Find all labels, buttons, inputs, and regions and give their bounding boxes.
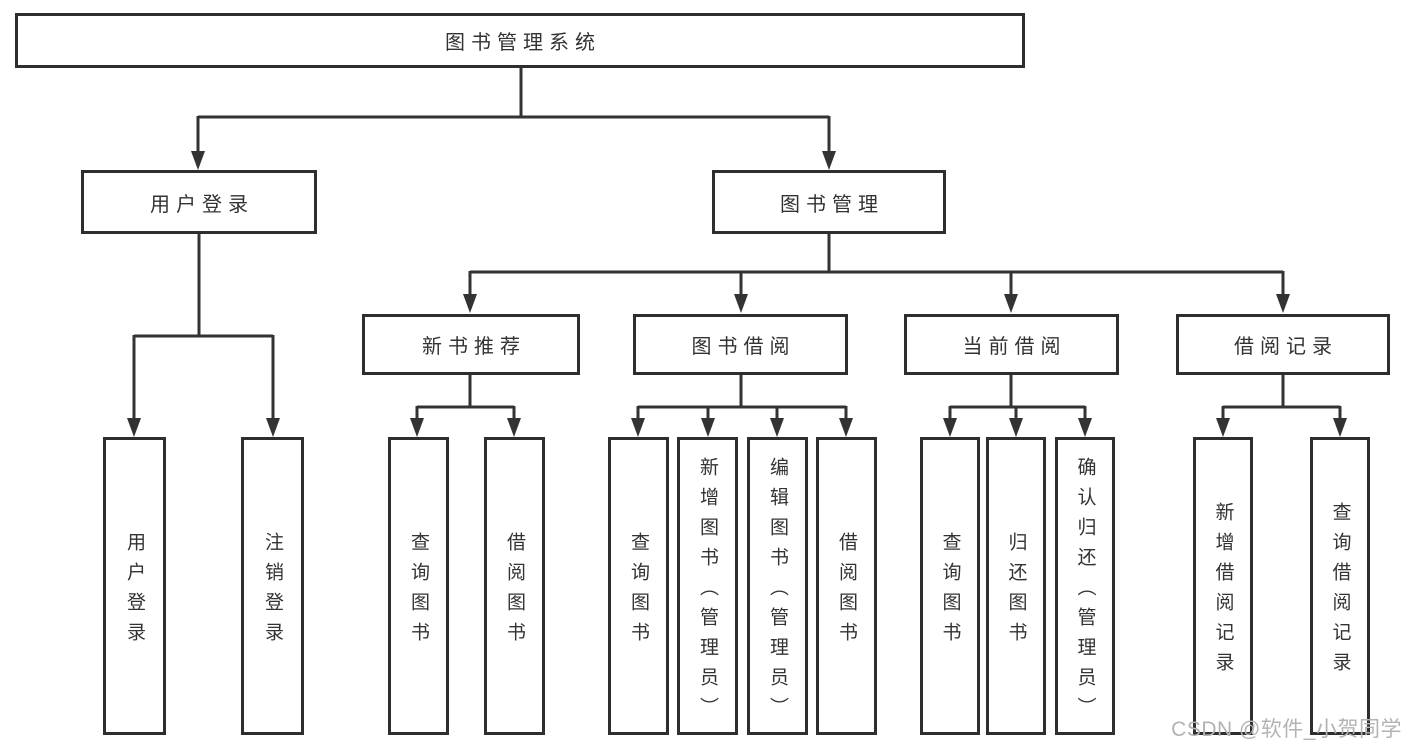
leaf-query-borrow-record-label: 查询借阅记录: [1329, 501, 1351, 682]
leaf-borrow-books-label: 借阅图书: [836, 531, 857, 652]
leaf-add-books-admin-label: 新增图书（管理员）: [697, 456, 718, 727]
leaf-return-books-label: 归还图书: [1005, 531, 1027, 652]
leaf-user-login: 用户登录: [103, 437, 166, 735]
node-borrow-records-label: 借阅记录: [1234, 336, 1338, 358]
leaf-query-books-current-label: 查询图书: [939, 531, 961, 652]
arrow-down-icon: [1009, 418, 1023, 437]
arrow-down-icon: [1004, 294, 1018, 313]
connector-current-borrow-to-leaves: [948, 375, 1087, 427]
node-book-borrow-label: 图书借阅: [691, 336, 796, 358]
node-book-management-label: 图书管理: [780, 193, 884, 216]
node-borrow-records: 借阅记录: [1176, 314, 1390, 375]
leaf-add-borrow-record: 新增借阅记录: [1193, 437, 1253, 735]
arrow-down-icon: [1276, 294, 1290, 313]
node-root: 图书管理系统: [15, 13, 1025, 68]
leaf-add-books-admin: 新增图书（管理员）: [677, 437, 738, 735]
leaf-edit-books-admin: 编辑图书（管理员）: [747, 437, 808, 735]
leaf-logout-label: 注销登录: [262, 531, 283, 652]
arrow-down-icon: [463, 294, 477, 313]
connector-user-login-to-leaves: [132, 233, 275, 427]
leaf-return-books: 归还图书: [986, 437, 1046, 735]
leaf-confirm-return-admin: 确认归还（管理员）: [1055, 437, 1115, 735]
leaf-borrow-books: 借阅图书: [816, 437, 877, 735]
arrow-down-icon: [1078, 418, 1092, 437]
arrow-down-icon: [701, 418, 715, 437]
connector-borrow-records-to-leaves: [1221, 375, 1342, 427]
node-user-login-label: 用户登录: [150, 193, 254, 216]
leaf-query-books-borrow: 查询图书: [608, 437, 669, 735]
leaf-query-books-borrow-label: 查询图书: [628, 531, 649, 652]
node-user-login: 用户登录: [81, 170, 317, 234]
node-book-management: 图书管理: [712, 170, 946, 234]
arrow-down-icon: [943, 418, 957, 437]
leaf-query-books-current: 查询图书: [920, 437, 980, 735]
arrow-down-icon: [839, 418, 853, 437]
arrow-down-icon: [1216, 418, 1230, 437]
arrow-down-icon: [266, 418, 280, 437]
connector-book-management-to-level3: [468, 233, 1285, 303]
leaf-borrow-books-recommend: 借阅图书: [484, 437, 545, 735]
leaf-confirm-return-admin-label: 确认归还（管理员）: [1074, 456, 1096, 727]
leaf-add-borrow-record-label: 新增借阅记录: [1212, 501, 1234, 682]
leaf-query-borrow-record: 查询借阅记录: [1310, 437, 1370, 735]
arrow-down-icon: [191, 151, 205, 170]
leaf-user-login-label: 用户登录: [124, 531, 145, 652]
node-book-borrow: 图书借阅: [633, 314, 848, 375]
connector-book-borrow-to-leaves: [636, 375, 848, 427]
leaf-edit-books-admin-label: 编辑图书（管理员）: [767, 456, 788, 727]
node-new-book-recommend: 新书推荐: [362, 314, 580, 375]
leaf-logout: 注销登录: [241, 437, 304, 735]
arrow-down-icon: [507, 418, 521, 437]
node-current-borrow-label: 当前借阅: [962, 336, 1067, 358]
arrow-down-icon: [410, 418, 424, 437]
connector-root-to-level2: [196, 66, 831, 160]
arrow-down-icon: [822, 151, 836, 170]
arrow-down-icon: [127, 418, 141, 437]
node-current-borrow: 当前借阅: [904, 314, 1119, 375]
arrow-down-icon: [631, 418, 645, 437]
node-root-label: 图书管理系统: [445, 32, 601, 54]
arrow-down-icon: [734, 294, 748, 313]
arrow-down-icon: [770, 418, 784, 437]
leaf-query-books-recommend-label: 查询图书: [408, 531, 429, 652]
node-new-book-recommend-label: 新书推荐: [422, 336, 526, 358]
leaf-borrow-books-recommend-label: 借阅图书: [504, 531, 525, 652]
leaf-query-books-recommend: 查询图书: [388, 437, 449, 735]
connector-new-book-recommend-to-leaves: [415, 375, 516, 427]
csdn-watermark: CSDN @软件_小贺同学: [1171, 718, 1402, 741]
arrow-down-icon: [1333, 418, 1347, 437]
